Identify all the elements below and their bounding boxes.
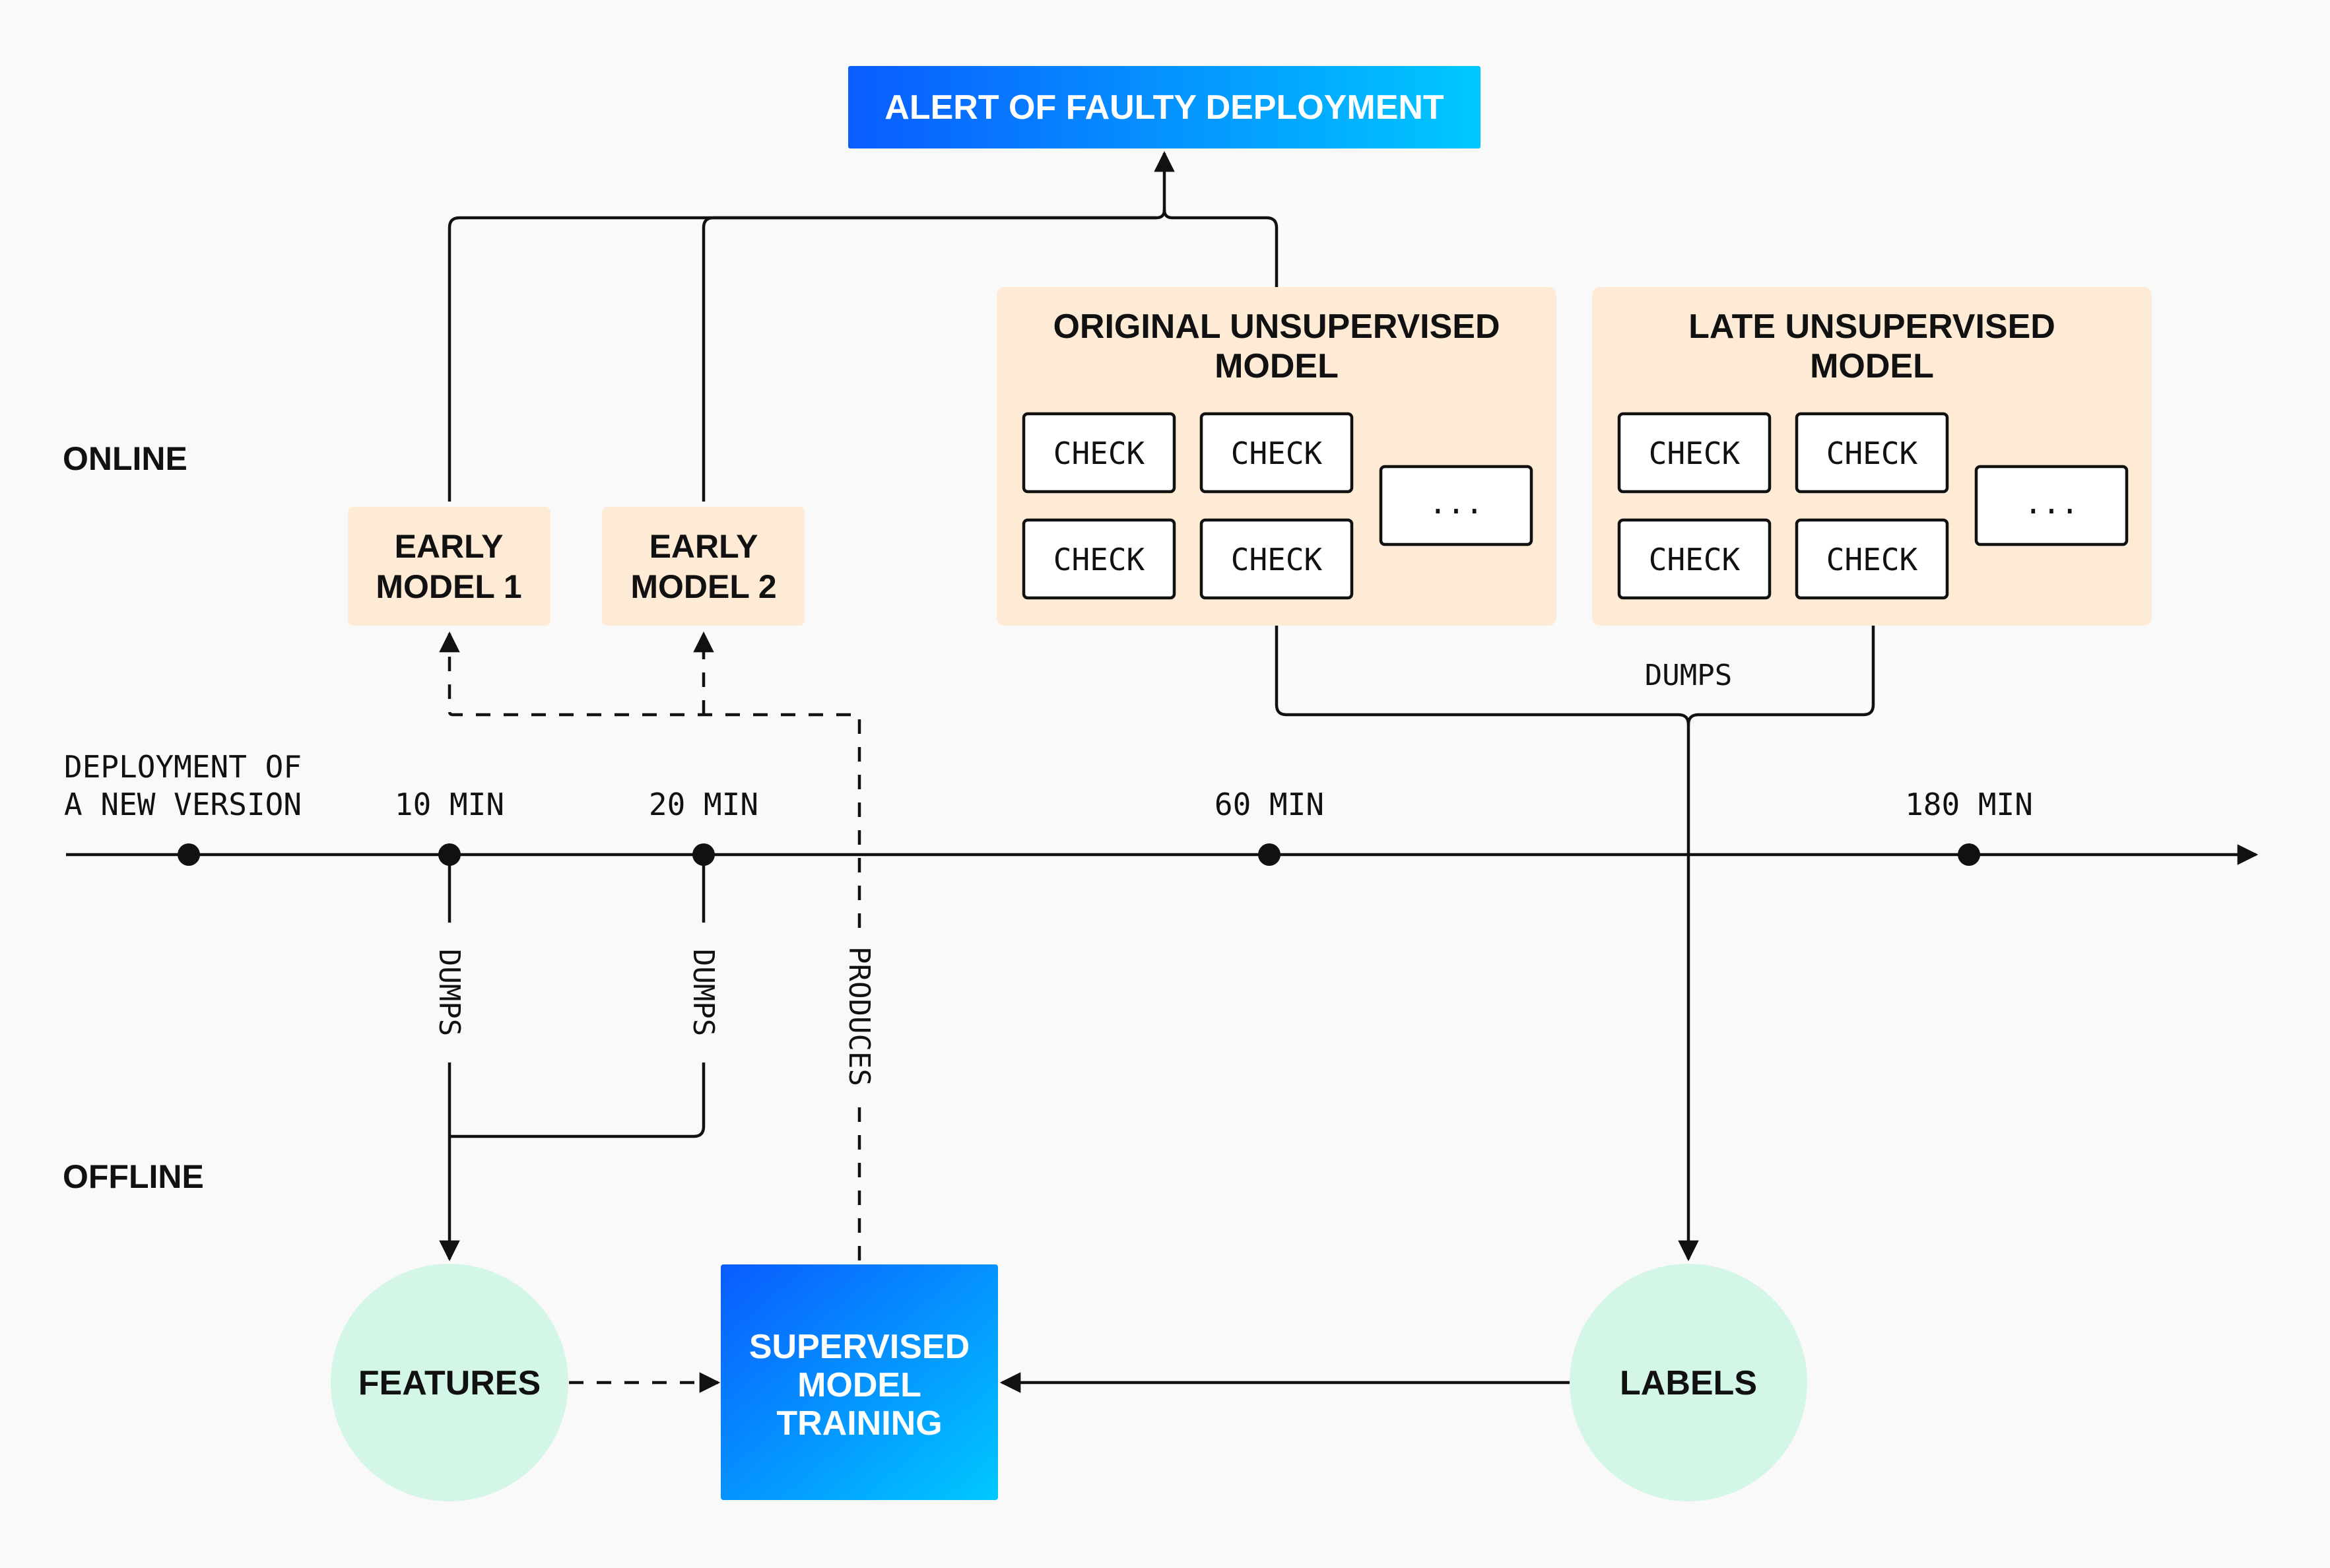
original-check-box (1022, 412, 1176, 494)
dumps-label-top: DUMPS (1645, 659, 1732, 692)
original-model-title-line2: MODEL (1215, 347, 1339, 385)
connector-unsupervised-alert (1162, 209, 1279, 287)
early-model-1-line2: MODEL 1 (376, 568, 521, 605)
supervised-training-node: SUPERVISED MODEL TRAINING (721, 1264, 998, 1500)
alert-label: ALERT OF FAULTY DEPLOYMENT (884, 88, 1444, 127)
timeline-dot-180min (1958, 843, 1980, 866)
section-offline: OFFLINE (63, 1158, 204, 1195)
alert-box: ALERT OF FAULTY DEPLOYMENT (848, 66, 1481, 148)
timeline-start-line1: DEPLOYMENT OF (64, 749, 302, 785)
original-unsupervised-model: ORIGINAL UNSUPERVISED MODEL CHECK CHECK … (997, 287, 1556, 626)
late-check-label: CHECK (1649, 436, 1741, 471)
original-more-ellipsis: ... (1428, 485, 1483, 521)
produces-label: PRODUCES (842, 946, 876, 1086)
timeline-dot-deploy (178, 843, 200, 866)
timeline-tick-180min: 180 MIN (1905, 787, 2033, 822)
original-more-box (1379, 465, 1533, 546)
late-check-box (1617, 412, 1772, 494)
original-check-label: CHECK (1231, 436, 1323, 471)
dumps-label-20min: DUMPS (686, 949, 720, 1036)
dumps-label-10min: DUMPS (432, 949, 466, 1036)
produces-label-gap (846, 929, 873, 1103)
late-check-box (1795, 518, 1949, 600)
original-model-title-line1: ORIGINAL UNSUPERVISED (1053, 308, 1500, 346)
early-model-2-line1: EARLY (649, 528, 758, 565)
late-check-box (1795, 412, 1949, 494)
section-online: ONLINE (63, 440, 187, 477)
original-check-box (1199, 412, 1354, 494)
timeline-tick-20min: 20 MIN (649, 787, 758, 822)
training-label-line1: SUPERVISED (749, 1328, 970, 1366)
timeline-start-line2: A NEW VERSION (64, 787, 302, 822)
original-check-label: CHECK (1231, 542, 1323, 577)
early-model-1-line1: EARLY (395, 528, 504, 565)
late-check-label: CHECK (1826, 436, 1918, 471)
original-check-label: CHECK (1053, 542, 1145, 577)
training-label-line2: MODEL (797, 1366, 921, 1404)
connector-early2-alert (702, 216, 1156, 502)
connector-early1-alert (448, 209, 1166, 502)
early-model-2-line2: MODEL 2 (630, 568, 776, 605)
late-more-ellipsis: ... (2024, 485, 2079, 521)
late-check-label: CHECK (1649, 542, 1741, 577)
late-more-box (1974, 465, 2129, 546)
late-model-title-line1: LATE UNSUPERVISED (1688, 308, 2055, 346)
features-label: FEATURES (358, 1364, 541, 1402)
connector-training-early1 (439, 631, 861, 1260)
labels-node: LABELS (1570, 1264, 1807, 1501)
late-unsupervised-model: LATE UNSUPERVISED MODEL CHECK CHECK CHEC… (1592, 287, 2152, 626)
connector-unsupervised-dumps (1275, 626, 1690, 725)
features-node: FEATURES (331, 1264, 568, 1501)
original-check-box (1199, 518, 1354, 600)
original-check-label: CHECK (1053, 436, 1145, 471)
timeline-tick-10min: 10 MIN (395, 787, 504, 822)
late-check-label: CHECK (1826, 542, 1918, 577)
connector-late-dumps (1686, 626, 1875, 725)
late-model-title-line2: MODEL (1810, 347, 1934, 385)
original-check-box (1022, 518, 1176, 600)
training-label-line3: TRAINING (776, 1404, 942, 1443)
connector-20min-features (449, 1062, 706, 1138)
early-model-2: EARLY MODEL 2 (602, 507, 805, 626)
late-check-box (1617, 518, 1772, 600)
timeline-dot-60min (1258, 843, 1281, 866)
timeline-tick-60min: 60 MIN (1215, 787, 1324, 822)
labels-label: LABELS (1620, 1364, 1757, 1402)
early-model-1: EARLY MODEL 1 (348, 507, 550, 626)
